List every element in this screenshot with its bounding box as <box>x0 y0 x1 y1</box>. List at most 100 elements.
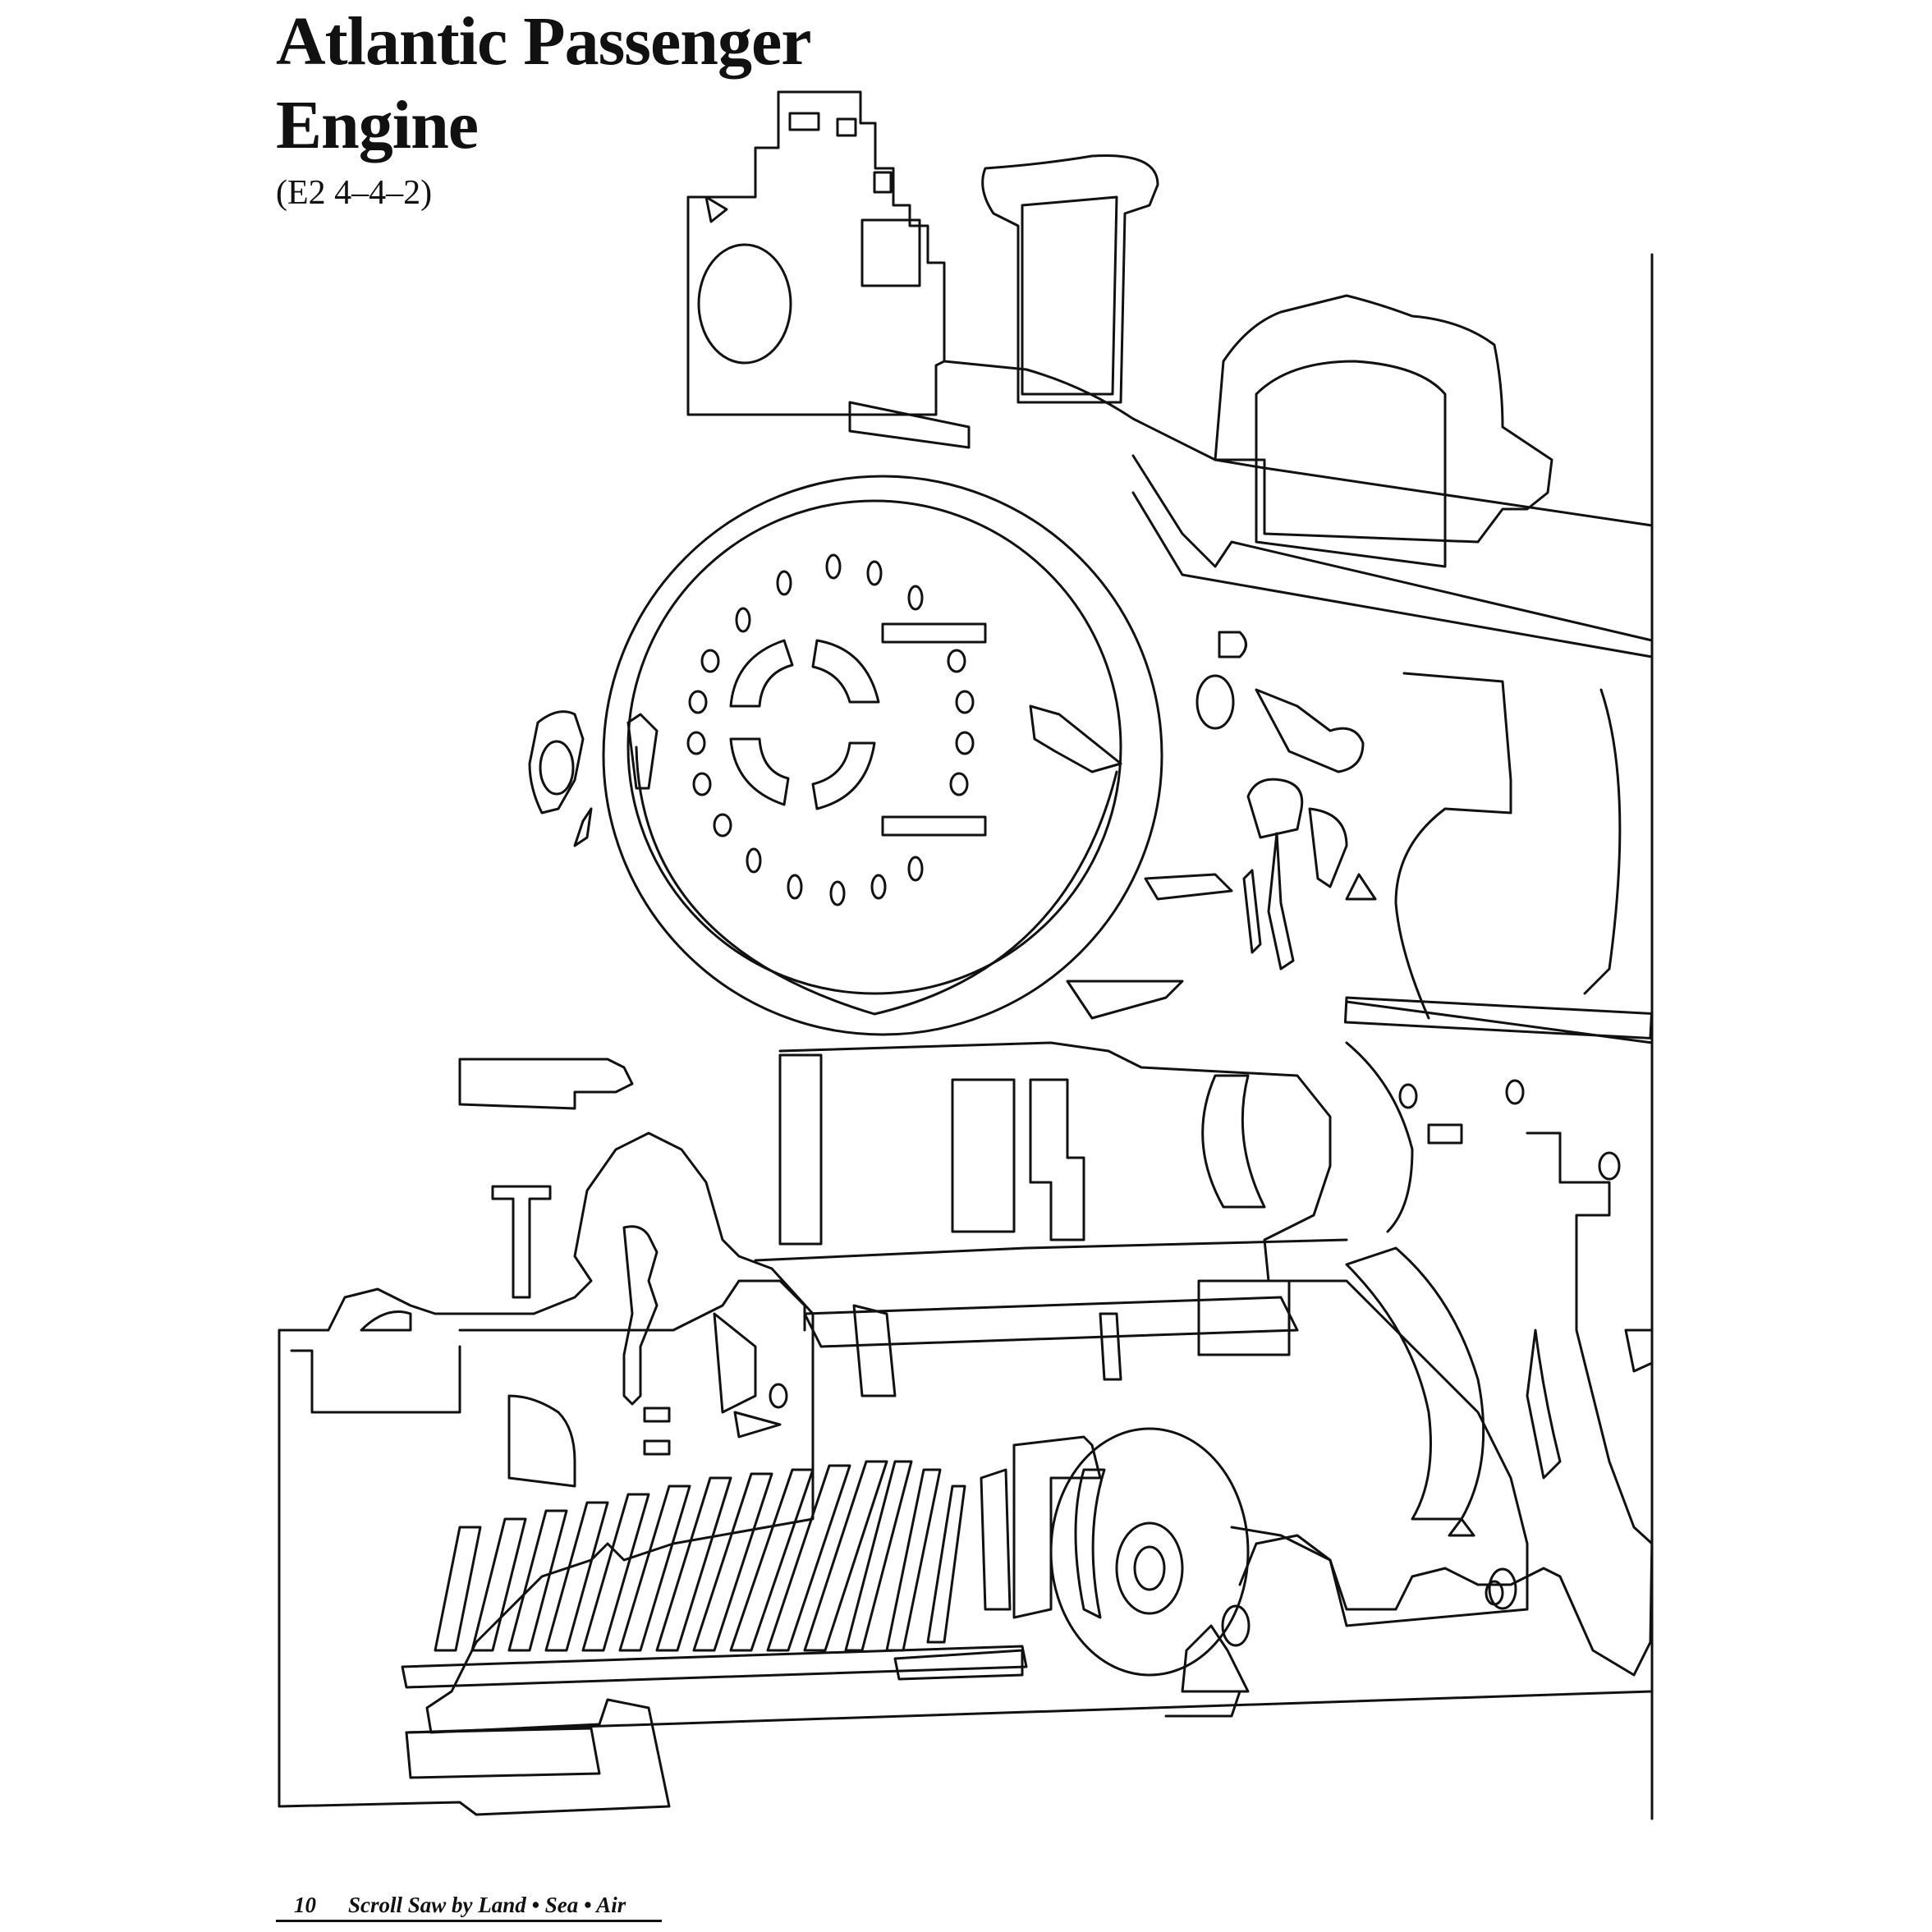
running-board <box>803 1296 1299 1348</box>
front-truck-axle <box>1133 1545 1166 1591</box>
cowcatcher-slats <box>434 1460 966 1652</box>
boiler-lower-line <box>1131 491 1654 659</box>
truck-pedestal <box>980 1468 1012 1611</box>
smokebox-rim <box>635 746 1118 1016</box>
smokebox-outer <box>602 475 1163 1036</box>
front-fitting-slot <box>573 807 593 847</box>
cowcatcher-plate <box>893 1649 1024 1681</box>
door-handle-bottom <box>881 815 987 837</box>
lower-rail <box>852 1304 897 1397</box>
cylinder-arc <box>1201 1074 1266 1209</box>
pilot-platform <box>290 1345 461 1414</box>
front-bracket <box>1144 873 1233 901</box>
headlight-base <box>848 401 971 449</box>
headlight-window-2 <box>836 117 857 137</box>
pilot-light-box-2 <box>643 1439 671 1456</box>
smokestack-inner <box>1021 195 1118 396</box>
driver-hub-right <box>1488 1567 1517 1610</box>
front-bracket-2 <box>1066 980 1184 1020</box>
boiler-top-line <box>943 360 1654 527</box>
door-hinge <box>626 713 659 790</box>
page-title-line-2: Engine <box>276 87 479 163</box>
book-title: Scroll Saw by Land • Sea • Air <box>348 1893 626 1917</box>
numberplate-arc-tr <box>811 639 880 704</box>
rod-plate <box>1427 1123 1463 1145</box>
driver-triangle <box>1448 1517 1475 1537</box>
page-footer: 10 Scroll Saw by Land • Sea • Air <box>276 1890 662 1922</box>
valve-pipe <box>1255 688 1365 773</box>
whistle-pipe <box>1308 807 1348 888</box>
pilot-lamp <box>507 1394 576 1488</box>
pilot-triangle <box>733 1411 782 1439</box>
page-title-line-1: Atlantic Passenger <box>276 3 812 80</box>
title-block: Atlantic Passenger Engine (E2 4–4–2) <box>276 0 1015 213</box>
boiler-handrail <box>1131 454 1654 642</box>
door-latch <box>1029 704 1122 773</box>
driver-rod <box>1526 1131 1654 1545</box>
boiler-ring-1 <box>1394 672 1512 1020</box>
steam-dome <box>1214 294 1553 544</box>
pilot-deck-outline <box>278 1131 815 1816</box>
main-frame-top <box>754 1238 1348 1262</box>
sand-pipe <box>1267 832 1295 971</box>
crosshead-guide <box>1099 1312 1122 1381</box>
truck-brake <box>1074 1468 1106 1619</box>
front-truck-hub <box>1115 1521 1184 1615</box>
door-handle-top <box>881 622 987 644</box>
bell-housing <box>1246 778 1304 839</box>
cylinder-panel-1 <box>778 1053 823 1246</box>
driver-rod-3 <box>1526 1329 1562 1480</box>
headlight-panel <box>860 218 921 287</box>
front-fitting-lens <box>539 740 575 796</box>
track-tie-2 <box>1164 1690 1241 1718</box>
boiler-band-rect <box>1343 996 1653 1039</box>
smokebox-door <box>626 499 1122 995</box>
page-subtitle: (E2 4–4–2) <box>276 174 433 212</box>
cowcatcher-base <box>401 1645 1028 1689</box>
headlight-housing <box>686 90 946 416</box>
pilot-uprights <box>491 1185 552 1299</box>
cylinder-block-right <box>1197 1279 1291 1356</box>
numberplate-arc-bl <box>729 737 790 806</box>
headlight-slot <box>873 171 893 194</box>
track-rail <box>405 1690 1654 1734</box>
pilot-beam <box>458 1058 634 1110</box>
main-driver <box>1345 1246 1485 1521</box>
rod-bolt-3 <box>1598 1151 1621 1181</box>
smokestack <box>981 154 1159 404</box>
check-valve <box>1195 674 1235 730</box>
rod-bolt-4 <box>1485 1580 1504 1606</box>
pilot-handrail <box>458 1279 806 1332</box>
pilot-side-panel <box>713 1312 757 1414</box>
cylinder-frame <box>1029 1078 1085 1241</box>
triangle-marker <box>1345 873 1377 901</box>
numberplate-arc-tl <box>729 639 794 708</box>
cylinder-panel-2 <box>951 1078 1016 1233</box>
rod-bolt-2 <box>1505 1079 1525 1105</box>
pilot-light-box-1 <box>643 1407 671 1423</box>
headlight-bracket <box>704 195 728 223</box>
driver-splasher <box>1238 1534 1654 1677</box>
pilot-bolt <box>769 1383 788 1409</box>
driver-rod-2 <box>1624 1329 1654 1373</box>
door-bolts <box>686 553 975 906</box>
front-fitting-left <box>528 710 585 815</box>
truck-frame <box>1012 1435 1102 1619</box>
steam-dome-window <box>1255 360 1447 568</box>
page-number: 10 <box>294 1893 316 1917</box>
saddle-block <box>778 1041 1529 1627</box>
track-tie <box>405 1727 601 1779</box>
front-frame-right <box>1345 1041 1414 1233</box>
driver-foot <box>1181 1624 1250 1693</box>
bracket-d <box>1218 631 1247 659</box>
headlight-lens <box>697 243 792 365</box>
headlight-window <box>788 112 820 131</box>
sand-pipe-2 <box>1242 869 1262 954</box>
rod-bolt-1 <box>1398 1083 1418 1109</box>
boiler-ring-2 <box>1583 688 1622 995</box>
driver-hub-left <box>1221 1604 1251 1647</box>
numberplate-arc-br <box>811 741 876 810</box>
pilot-window <box>360 1310 412 1332</box>
pilot-stanchion <box>622 1225 659 1406</box>
